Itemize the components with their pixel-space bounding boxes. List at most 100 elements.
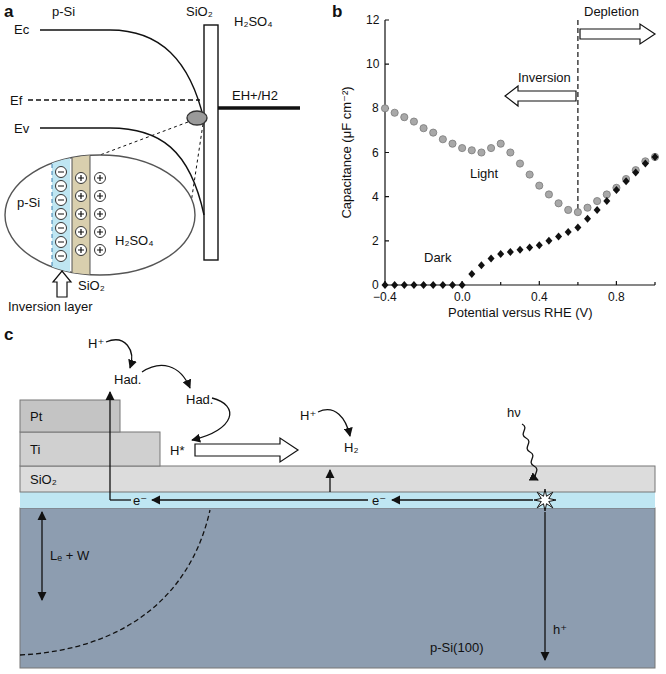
dark-point <box>459 281 466 289</box>
charge-symbol <box>56 223 67 234</box>
dark-point <box>478 261 485 269</box>
series-label: Dark <box>424 250 451 265</box>
charge-symbol <box>95 191 106 202</box>
light-point <box>526 171 533 178</box>
light-point <box>565 206 572 213</box>
species-label: H* <box>170 443 184 458</box>
carrier-label: e⁻ <box>372 493 386 508</box>
charge-symbol <box>56 181 67 192</box>
dark-point <box>517 246 524 254</box>
inset-label: Inversion layer <box>8 299 93 314</box>
dark-point <box>430 281 437 289</box>
species-label: H⁺ <box>300 408 316 423</box>
node-label: Ti <box>30 442 40 457</box>
region-label: H₂SO₄ <box>234 14 273 29</box>
dark-point <box>488 255 495 263</box>
charge-symbol <box>95 227 106 238</box>
tick-label: 0 <box>372 278 379 292</box>
light-point <box>507 149 514 156</box>
species-label: H⁺ <box>88 336 104 351</box>
chart-axes <box>385 20 655 285</box>
tick-label: 12 <box>366 13 379 27</box>
charge-symbol <box>95 173 106 184</box>
tick-label: 0.8 <box>608 290 625 304</box>
region-label: SiO₂ <box>186 4 213 19</box>
axis-label: Potential versus RHE (V) <box>448 305 593 320</box>
photon-label: hν <box>507 405 521 420</box>
light-point <box>584 204 591 211</box>
dark-point <box>594 206 601 214</box>
light-point <box>603 191 610 198</box>
dark-point <box>652 153 659 161</box>
dark-point <box>565 228 572 236</box>
charge-symbol <box>76 209 87 220</box>
inset-label: SiO₂ <box>78 278 105 293</box>
light-point <box>555 200 562 207</box>
dark-point <box>391 281 398 289</box>
metal-layer: Pt <box>20 400 120 432</box>
light-point <box>449 140 456 147</box>
region-label: Inversion <box>518 70 571 85</box>
dark-point <box>382 281 389 289</box>
hollow-arrow <box>580 24 655 44</box>
dark-point <box>613 186 620 194</box>
light-point <box>459 144 466 151</box>
carrier-label: h⁺ <box>553 622 567 637</box>
charge-sign <box>97 229 103 235</box>
charge-symbol <box>95 209 106 220</box>
charge-symbol <box>76 191 87 202</box>
charge-sign <box>97 247 103 253</box>
charge-sign <box>78 193 84 199</box>
charge-sign <box>78 229 84 235</box>
dark-point <box>632 168 639 176</box>
charge-sign <box>58 185 64 186</box>
tick-label: 10 <box>366 57 379 71</box>
charge-symbol <box>56 167 67 178</box>
axis-label: Capacitance (μF cm⁻²) <box>339 86 354 218</box>
charge-symbol <box>56 237 67 248</box>
tick-label: 4 <box>372 190 379 204</box>
light-point <box>410 118 417 125</box>
tick-label: 0.0 <box>454 290 471 304</box>
light-point <box>545 191 552 198</box>
band-label: Ev <box>14 121 29 136</box>
dark-point <box>584 215 591 223</box>
light-point <box>651 153 658 160</box>
charge-sign <box>78 247 84 253</box>
light-point <box>594 197 601 204</box>
node-label: SiO₂ <box>30 472 57 487</box>
node-label: p-Si(100) <box>430 640 483 655</box>
dark-point <box>507 248 514 256</box>
tick-label: 0.4 <box>531 290 548 304</box>
charge-symbol <box>76 173 87 184</box>
node-label: p-Si <box>17 195 40 210</box>
inset-ellipse <box>5 150 195 280</box>
dark-point <box>623 177 630 185</box>
charge-symbol <box>76 245 87 256</box>
region-label: p-Si <box>52 4 75 19</box>
species-label: Had. <box>186 392 213 407</box>
carrier-label: e⁻ <box>133 493 147 508</box>
light-point <box>381 105 388 112</box>
light-point <box>574 209 581 216</box>
dark-point <box>555 232 562 240</box>
hollow-arrow <box>53 271 71 297</box>
charge-sign <box>58 199 64 200</box>
dark-point <box>449 281 456 289</box>
species-label: H₂ <box>344 440 358 455</box>
region-label: Depletion <box>584 4 639 19</box>
light-point <box>487 144 494 151</box>
dark-point <box>603 197 610 205</box>
dark-point <box>439 281 446 289</box>
charge-sign <box>78 211 84 217</box>
dark-point <box>401 281 408 289</box>
series-label: Light <box>470 166 498 181</box>
photon-star <box>534 489 556 511</box>
data-points <box>381 105 658 289</box>
charge-sign <box>58 255 64 256</box>
tick-label: 6 <box>372 146 379 160</box>
light-point <box>478 149 485 156</box>
tick-label: 2 <box>372 234 379 248</box>
light-point <box>401 114 408 121</box>
tick-label: −0.4 <box>373 290 397 304</box>
